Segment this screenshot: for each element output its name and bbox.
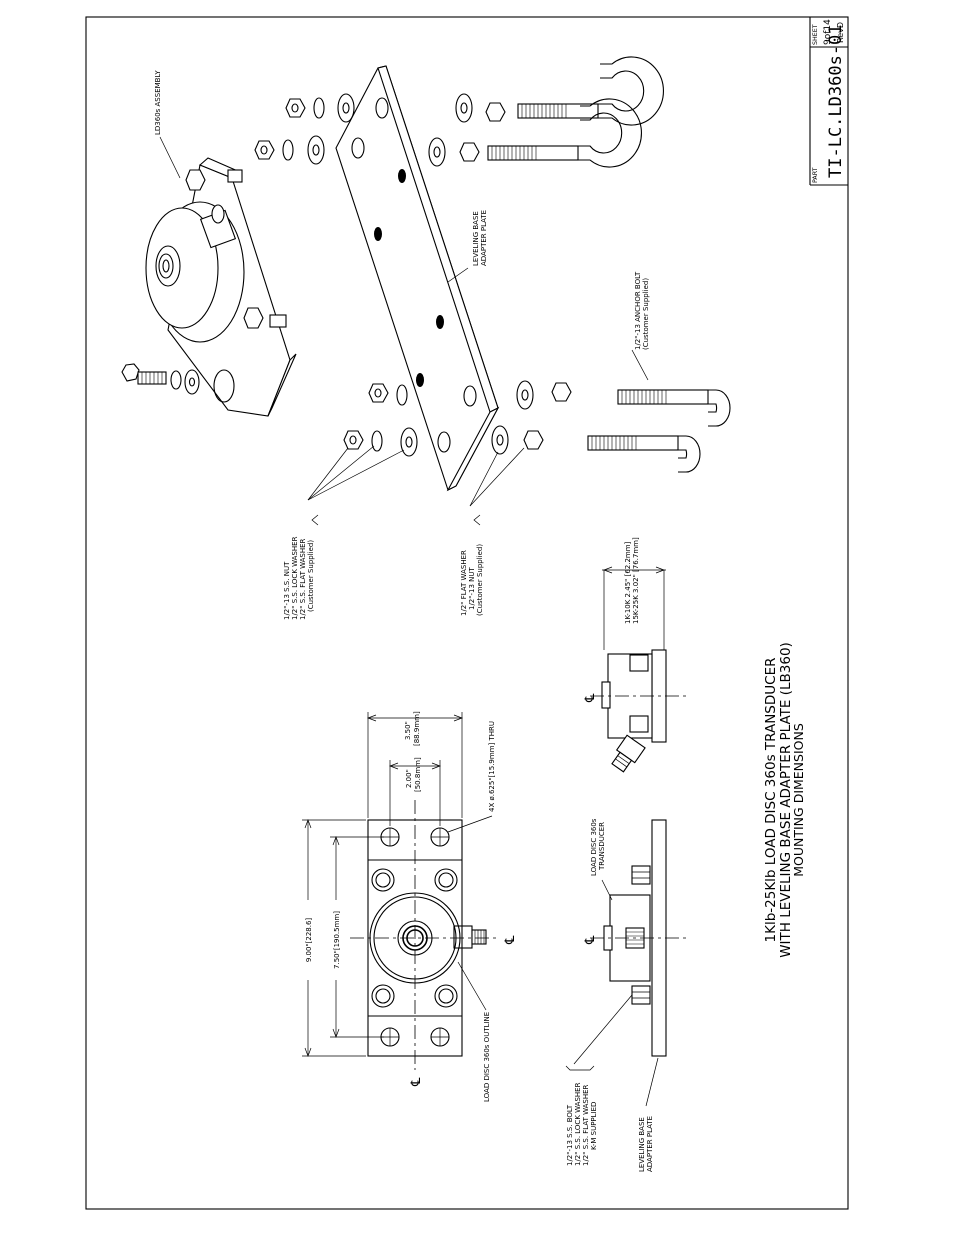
centerline-symbol-3: ℄: [583, 935, 598, 945]
side-plate-label-2: ADAPTER PLATE: [646, 1116, 654, 1172]
dim-hole-length: 7.50"[190.5mm]: [333, 911, 341, 969]
lower-hardware-row-2: [428, 137, 480, 167]
upper-hw-line-1: 1/2"-13 S.S. NUT: [283, 561, 291, 620]
part-number: TI-LC.LD360s-01: [826, 24, 846, 178]
lower-hardware-row-3: [516, 380, 572, 410]
dim-width-large-1: 3.50": [404, 721, 412, 740]
upper-hardware-row-2: [254, 135, 325, 165]
top-view: ℄ ℄ 9.00"[228.6] 7.50"[190.5mm] 2.00" [5…: [301, 711, 518, 1102]
anchor-bolt-2: [487, 98, 642, 168]
lower-hw-line-3: (Customer Supplied): [476, 544, 484, 616]
sheet-border: [85, 16, 849, 1210]
dim-width-large-2: [88.9mm]: [413, 711, 421, 746]
plate-label-line-1: LEVELING BASE: [472, 211, 480, 266]
outline-label: LOAD DISC 360s OUTLINE: [483, 1012, 491, 1102]
side-view: ℄ LOAD DISC 360s TRANSDUCER 1/2"-13 S.S.…: [565, 818, 690, 1172]
side-transducer-label-1: LOAD DISC 360s: [590, 818, 598, 876]
lock-washer-icon: [170, 370, 182, 390]
thru-hole-icon: [380, 827, 450, 1047]
side-plate-label-1: LEVELING BASE: [638, 1117, 646, 1172]
side-bolt-label-2: 1/2" S.S. LOCK WASHER: [574, 1082, 582, 1166]
dim-overall-length: 9.00"[228.6]: [305, 918, 313, 963]
anchor-bolt-3: [617, 389, 731, 427]
anchor-bolt-4: [587, 435, 701, 473]
sheet-value: 9of14: [823, 19, 833, 45]
end-view: ℄ 1K-10K 2.45" [62.2mm] 15K-25K 3.02" [7…: [583, 537, 690, 773]
anchor-bolt-1: [517, 56, 664, 126]
centerline-symbol-2: ℄: [409, 1077, 424, 1087]
side-transducer-label-2: TRANSDUCER: [598, 822, 606, 871]
anchor-bolt-label-line-2: (Customer Supplied): [642, 278, 650, 350]
end-height-dim-1: 1K-10K 2.45" [62.2mm]: [624, 541, 632, 624]
side-bolt-label-4: K-M SUPPLIED: [590, 1102, 598, 1150]
centerline-symbol-4: ℄: [583, 693, 598, 703]
dim-width-small-1: 2.00": [405, 769, 413, 788]
end-height-dim-2: 15K-25K 3.02" [76.7mm]: [632, 537, 640, 624]
upper-hardware-row-1: [285, 93, 355, 123]
lower-hardware-row-1: [455, 93, 506, 123]
counterbore-hole-icon: [371, 868, 458, 1008]
anchor-bolt-label-line-1: 1/2"-13 ANCHOR BOLT: [634, 271, 642, 350]
lower-hw-line-2: 1/2"-13 NUT: [468, 566, 476, 610]
upper-hw-line-3: 1/2" S.S. FLAT WASHER: [299, 538, 307, 620]
side-bolt-label-1: 1/2"-13 S.S. BOLT: [566, 1104, 574, 1166]
flat-washer-icon: [184, 369, 200, 395]
hole-callout: 4X ø.625"[15.9mm] THRU: [488, 721, 496, 812]
assembly-label: LD360s ASSEMBLY: [154, 70, 162, 135]
exploded-leaders: [159, 136, 649, 526]
title-line-1: 1Klb-25Klb LOAD DISC 360s TRANSDUCER: [763, 658, 779, 943]
centerline-symbol: ℄: [503, 935, 518, 945]
drawing-title: 1Klb-25Klb LOAD DISC 360s TRANSDUCER WIT…: [763, 642, 806, 958]
cap-screw-1: [121, 363, 167, 385]
lower-hardware-row-4: [491, 425, 544, 455]
title-block: PART TI-LC.LD360s-01 SHEET 9of14 RevD: [809, 17, 848, 186]
lower-hw-line-1: 1/2" FLAT WASHER: [460, 550, 468, 616]
part-label: PART: [812, 167, 819, 183]
leveling-base-plate-iso: [335, 65, 500, 492]
upper-hw-line-4: (Customer Supplied): [307, 540, 315, 612]
upper-hardware-row-4: [343, 427, 418, 457]
ld360s-assembly: [145, 157, 297, 417]
title-line-3: MOUNTING DIMENSIONS: [791, 723, 806, 877]
side-bolt-label-3: 1/2" S.S. FLAT WASHER: [582, 1084, 590, 1166]
revision: RevD: [836, 22, 845, 43]
upper-hw-line-2: 1/2" S.S. LOCK WASHER: [291, 536, 299, 620]
plate-label-line-2: ADAPTER PLATE: [480, 210, 488, 266]
title-line-2: WITH LEVELING BASE ADAPTER PLATE (LB360): [778, 642, 794, 958]
sheet-label: SHEET: [812, 24, 819, 45]
exploded-view: LD360s ASSEMBLY LEVELING BASE ADAPTER PL…: [121, 56, 731, 620]
dim-width-small-2: [50.8mm]: [414, 757, 422, 792]
